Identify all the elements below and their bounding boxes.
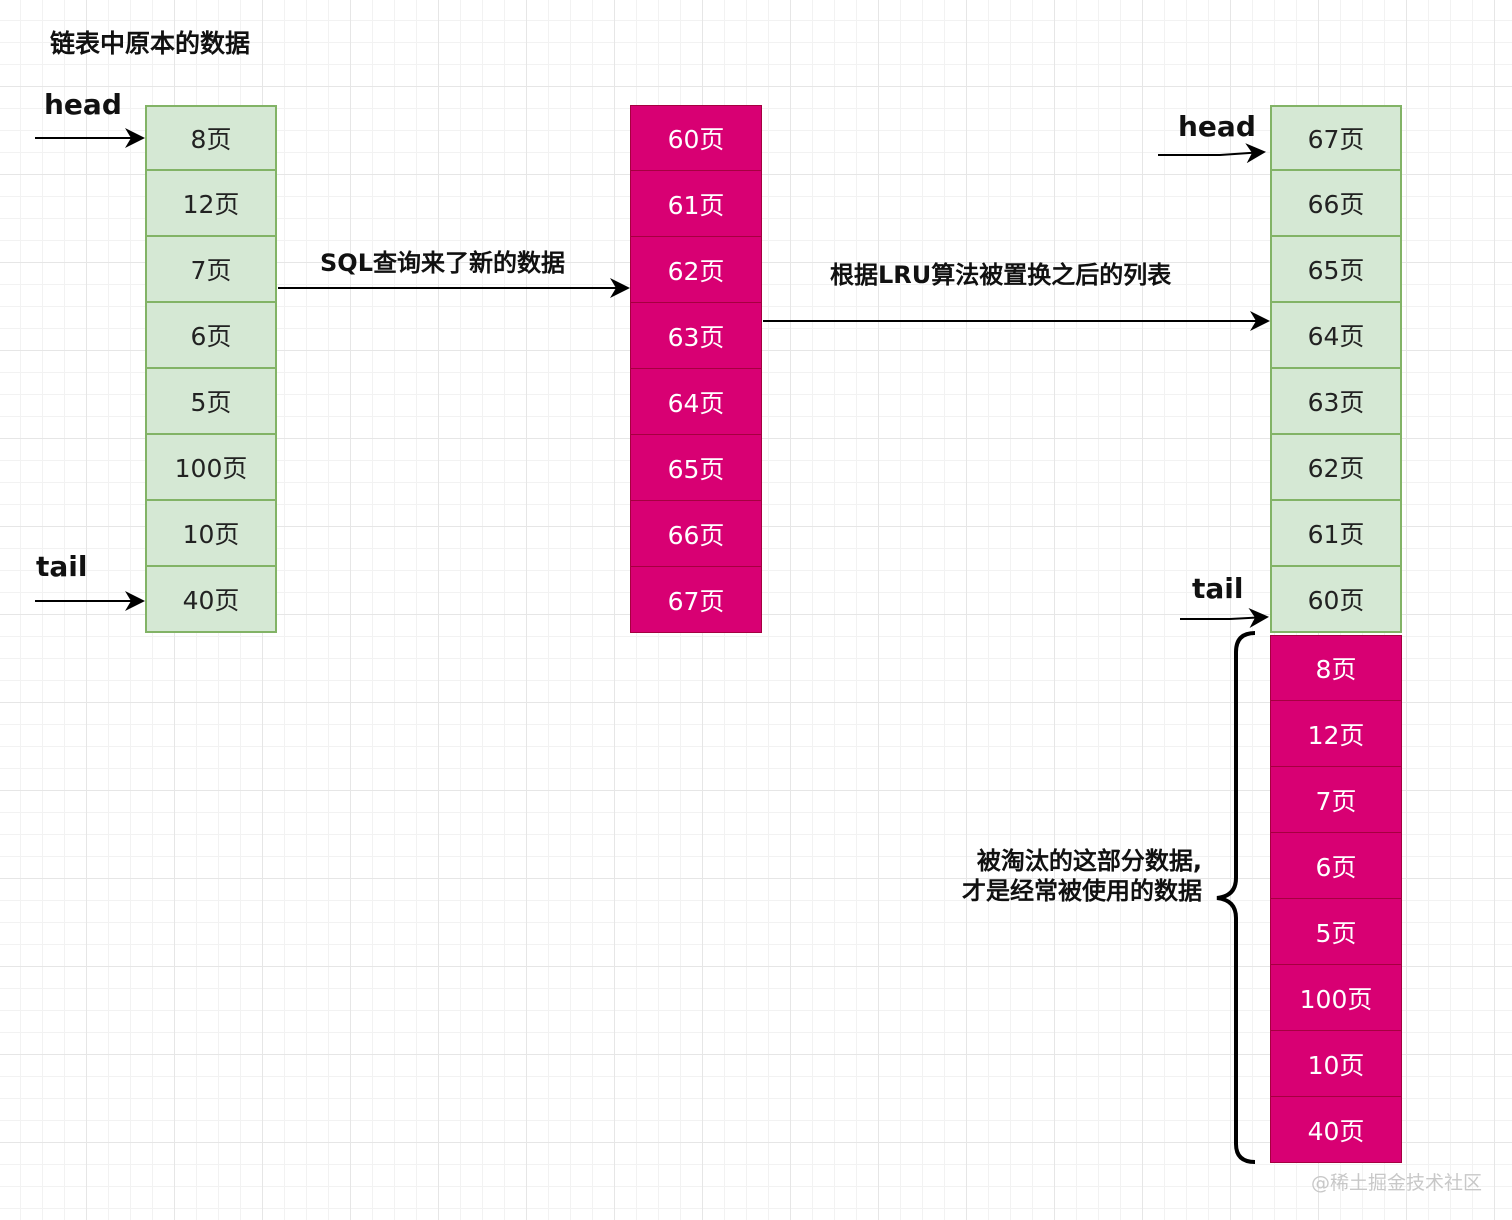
list-node: 6页	[1270, 833, 1402, 899]
list-node: 12页	[145, 171, 277, 237]
list-node: 100页	[1270, 965, 1402, 1031]
tail-pointer-arrow-result	[1180, 607, 1269, 628]
list-node: 100页	[145, 435, 277, 501]
lru-caption: 根据LRU算法被置换之后的列表	[830, 261, 1172, 289]
list-node: 64页	[1270, 303, 1402, 369]
head-pointer-arrow-result	[1158, 143, 1266, 164]
tail-label-result: tail	[1192, 572, 1244, 605]
evicted-note: 被淘汰的这部分数据, 才是经常被使用的数据	[900, 846, 1202, 906]
list-node: 64页	[630, 369, 762, 435]
evicted-note-line1: 被淘汰的这部分数据,	[976, 847, 1202, 875]
list-node: 61页	[1270, 501, 1402, 567]
head-label-original: head	[44, 88, 122, 121]
list-node: 60页	[630, 105, 762, 171]
list-node: 67页	[630, 567, 762, 633]
list-node: 62页	[1270, 435, 1402, 501]
list-node: 63页	[1270, 369, 1402, 435]
list-node: 12页	[1270, 701, 1402, 767]
list-node: 7页	[145, 237, 277, 303]
diagram-title: 链表中原本的数据	[50, 29, 251, 58]
list-node: 61页	[630, 171, 762, 237]
list-node: 5页	[1270, 899, 1402, 965]
new-data-list: 60页 61页 62页 63页 64页 65页 66页 67页	[630, 105, 762, 633]
tail-label-original: tail	[36, 550, 88, 583]
list-node: 65页	[1270, 237, 1402, 303]
watermark: @稀土掘金技术社区	[1310, 1172, 1482, 1194]
list-node: 60页	[1270, 567, 1402, 633]
list-node: 66页	[630, 501, 762, 567]
list-node: 8页	[145, 105, 277, 171]
list-node: 40页	[1270, 1097, 1402, 1163]
list-node: 6页	[145, 303, 277, 369]
list-node: 62页	[630, 237, 762, 303]
list-node: 5页	[145, 369, 277, 435]
list-node: 7页	[1270, 767, 1402, 833]
evicted-note-line2: 才是经常被使用的数据	[962, 877, 1202, 905]
list-node: 40页	[145, 567, 277, 633]
list-node: 63页	[630, 303, 762, 369]
list-node: 67页	[1270, 105, 1402, 171]
sql-caption: SQL查询来了新的数据	[320, 249, 565, 277]
original-list: 8页 12页 7页 6页 5页 100页 10页 40页	[145, 105, 277, 633]
list-node: 66页	[1270, 171, 1402, 237]
list-node: 10页	[1270, 1031, 1402, 1097]
list-node: 65页	[630, 435, 762, 501]
evicted-brace	[1216, 631, 1256, 1164]
evicted-list: 8页 12页 7页 6页 5页 100页 10页 40页	[1270, 635, 1402, 1163]
list-node: 8页	[1270, 635, 1402, 701]
list-node: 10页	[145, 501, 277, 567]
head-label-result: head	[1178, 110, 1256, 143]
result-list: 67页 66页 65页 64页 63页 62页 61页 60页	[1270, 105, 1402, 633]
